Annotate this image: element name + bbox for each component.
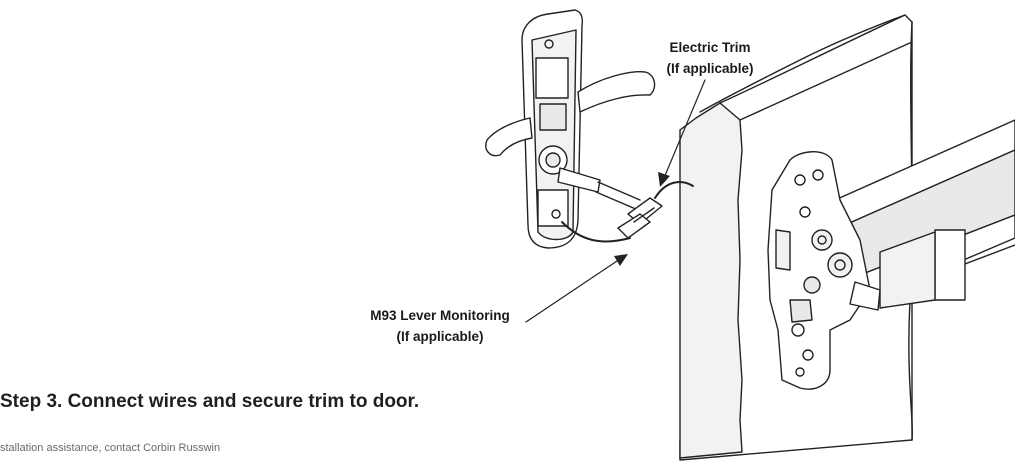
electric-trim-note: (If applicable) — [666, 61, 754, 76]
footnote-text: stallation assistance, contact Corbin Ru… — [0, 442, 221, 454]
m93-note: (If applicable) — [396, 329, 484, 344]
mounting-plate — [767, 151, 881, 390]
exit-device-rail — [834, 119, 1015, 309]
lever-trim — [485, 9, 656, 249]
electric-trim-leader — [658, 79, 706, 187]
m93-callout: M93 Lever Monitoring (If applicable) — [350, 305, 530, 347]
wire-harness — [561, 181, 694, 243]
electric-trim-callout: Electric Trim (If applicable) — [640, 37, 780, 79]
m93-leader — [525, 254, 628, 323]
step-heading: Step 3. Connect wires and secure trim to… — [0, 391, 420, 412]
electric-trim-label: Electric Trim — [669, 40, 751, 55]
m93-label: M93 Lever Monitoring — [370, 308, 510, 323]
